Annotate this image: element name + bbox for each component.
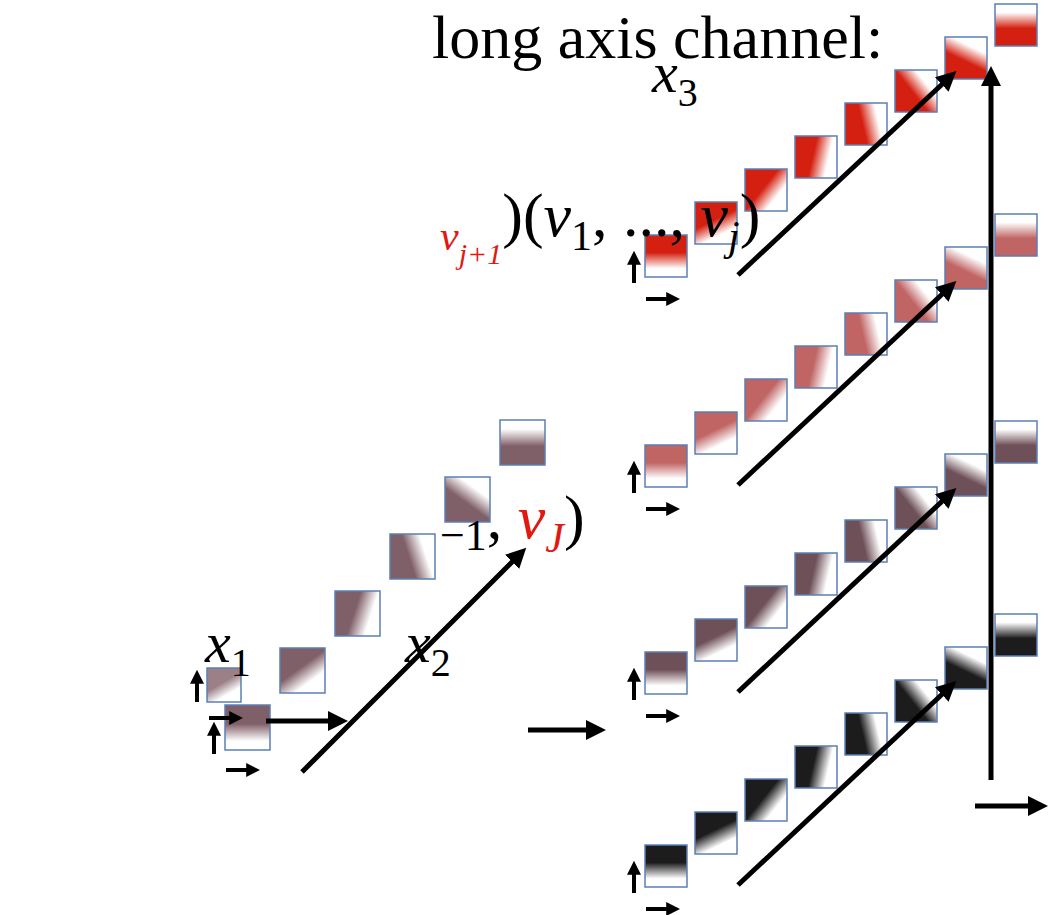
wavelet-patch [645,845,687,887]
math-text: , ..., [592,181,701,249]
signal-label: x1 [205,608,251,678]
wavelet-patch [995,614,1037,656]
wavelet-patch [695,412,737,454]
signal-label: x2 [405,608,451,678]
wavelet-patch [645,652,687,694]
patch-stacks [207,4,1037,887]
subscript-text: J [545,515,564,561]
equation-line: vj+1)(v1, ..., vj) [440,178,760,252]
wavelet-patch [945,247,987,289]
math-text: ) [740,181,761,249]
flow-arrow [989,72,994,780]
wavelet-patch [795,746,837,788]
axis-arrow [195,674,199,702]
subscript-text: 2 [431,640,451,685]
stack-axis-arrow [738,685,952,885]
axis-arrow [646,507,676,511]
math-text: v [701,181,729,249]
wavelet-patch [745,779,787,821]
math-text: x [405,610,431,675]
subscript-text: 1 [571,213,592,259]
math-text: ) [564,483,585,551]
wavelet-patch [945,37,987,79]
wavelet-patch [280,648,325,693]
wavelet-patch [795,346,837,388]
subscript-text: j [728,213,740,259]
stack-axis-arrow [738,75,952,275]
wavelet-patch [745,379,787,421]
wavelet-patch [695,619,737,661]
wavelet-patch [945,454,987,496]
wavelet-patch [745,586,787,628]
flow-arrow [266,719,342,724]
wavelet-patch [795,136,837,178]
axis-arrow [632,865,636,893]
subscript-text: j+1 [459,237,503,270]
math-text: )( [502,181,543,249]
flow-arrow [975,804,1042,809]
subscript-text: 3 [678,70,698,115]
wavelet-patch [795,553,837,595]
math-text: x [652,40,678,105]
axis-arrow [646,714,676,718]
wavelet-patch [645,445,687,487]
math-text: v [518,483,546,551]
subscript-text: −1 [440,511,487,560]
wavelet-patch [335,591,380,636]
axis-arrow [632,465,636,493]
axis-arrow [646,907,676,911]
subscript-text: 1 [231,640,251,685]
signal-label: x3 [652,38,698,108]
wavelet-patch [695,812,737,854]
wavelet-patch [995,421,1037,463]
flow-arrow [528,728,600,733]
axis-arrow [212,726,216,754]
axis-arrow [226,768,256,772]
wavelet-patch [945,647,987,689]
stack-axis-arrow [302,552,522,772]
stack-axis-arrow [738,285,952,485]
flow-arrows [197,72,1042,909]
wavelet-patch [390,534,435,579]
axis-arrow [209,716,239,720]
wavelet-patch [995,4,1037,46]
wavelet-patch [225,705,270,750]
stack-axis-arrow [738,492,952,692]
axis-arrow [632,255,636,283]
wavelet-patch [995,214,1037,256]
math-text: , [487,483,518,551]
math-text: x [205,610,231,675]
axis-arrow [632,672,636,700]
equation-line: −1, vJ) [440,480,585,554]
math-text: v [544,181,572,249]
subscript-text: v [440,213,459,259]
axis-arrow [646,297,676,301]
wavelet-patch [500,420,545,465]
